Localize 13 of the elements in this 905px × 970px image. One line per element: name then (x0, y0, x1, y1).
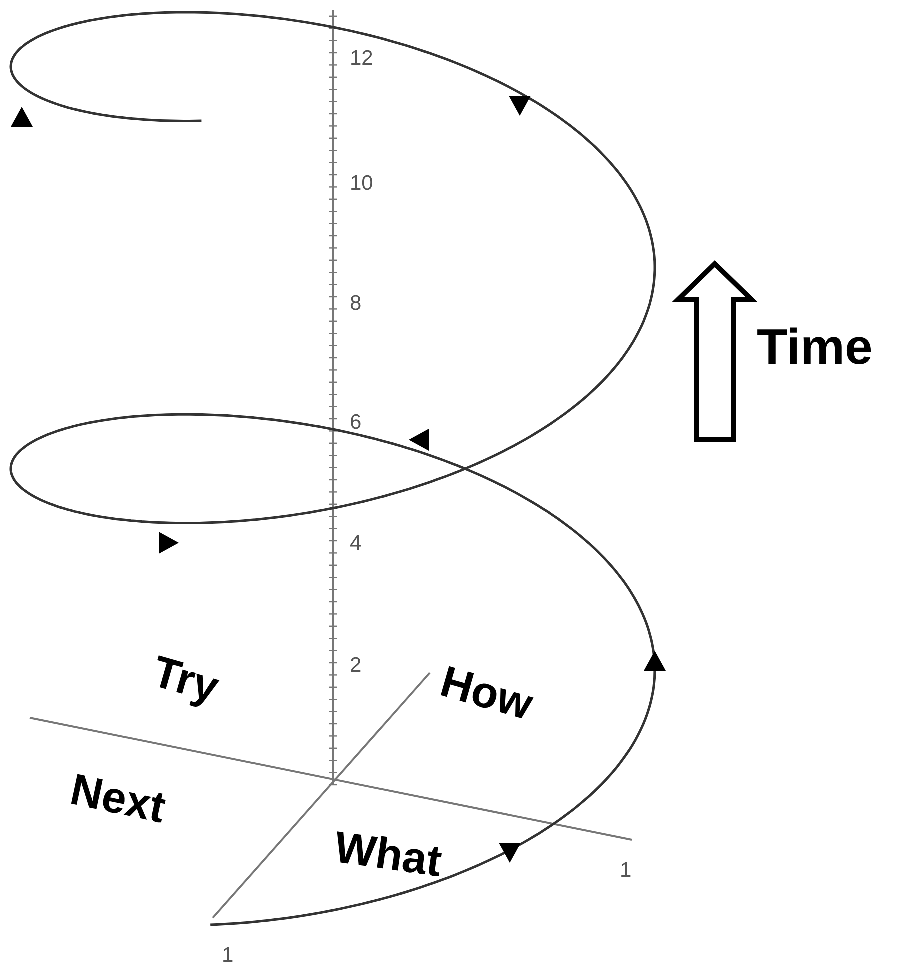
annotation-text: Next (66, 768, 170, 831)
axis-tick-label: 8 (350, 293, 362, 314)
axis-tick-label: 2 (350, 655, 362, 676)
annotation-text: How (436, 660, 538, 728)
axis-tick-label: 1 (222, 945, 234, 966)
annotation-text: What (332, 826, 444, 885)
axis-tick-label: 1 (620, 860, 632, 881)
axis-tick-label: 10 (350, 173, 374, 194)
axis-tick-label: 12 (350, 48, 374, 69)
axis-tick-label: 6 (350, 412, 362, 433)
axis-tick-label: 4 (350, 533, 362, 554)
annotation-text: Time (757, 322, 873, 372)
annotation-text: Try (148, 650, 224, 710)
